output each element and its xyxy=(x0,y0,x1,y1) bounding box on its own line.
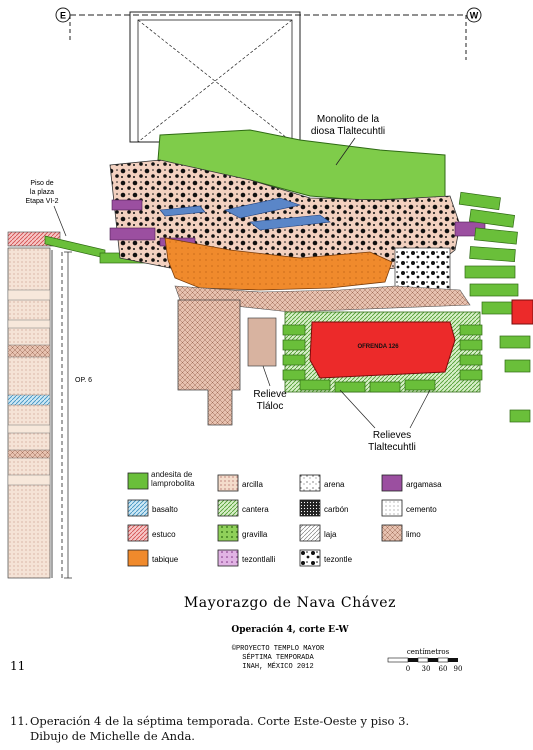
legend-item-carbon: carbón xyxy=(299,499,348,517)
ofrenda-126-box: OFRENDA 126 xyxy=(284,311,481,393)
legend-label-limo: limo xyxy=(406,530,421,539)
legend-item-arena: arena xyxy=(299,474,345,492)
scale-tick-30: 30 xyxy=(422,665,431,673)
legend-label-andesita: andesita de lamprobolita xyxy=(151,470,195,488)
piso-label-line3: Etapa VI-2 xyxy=(25,198,58,205)
legend-item-estuco: estuco xyxy=(127,524,176,542)
tlaloc-annotation: Relieve Tláloc xyxy=(253,365,287,412)
scale-tick-0: 0 xyxy=(406,665,410,673)
legend-item-arcilla: arcilla xyxy=(217,474,263,492)
legend-label-arena: arena xyxy=(324,480,345,489)
compass-east-label: E xyxy=(60,11,66,21)
compass-line: E W xyxy=(55,7,482,60)
credits-line3: INAH, MÉXICO 2012 xyxy=(242,662,313,671)
excavation-shaft xyxy=(129,11,301,143)
legend-item-gravilla: gravilla xyxy=(217,524,268,542)
legend-item-cemento: cemento xyxy=(381,499,437,517)
drawing-subtitle: Operación 4, corte E-W xyxy=(231,624,349,635)
op6-label: OP. 6 xyxy=(75,377,92,384)
legend-label-cemento: cemento xyxy=(406,505,437,514)
tabique-layer xyxy=(164,237,393,291)
credits-line1: ©PROYECTO TEMPLO MAYOR xyxy=(232,644,325,653)
page-number: 11 xyxy=(10,659,25,673)
figure-caption: 11.Operación 4 de la séptima temporada. … xyxy=(10,714,525,744)
relieves-label-line1: Relieves xyxy=(373,430,411,441)
legend-item-cantera: cantera xyxy=(217,499,269,517)
caption-line1: Operación 4 de la séptima temporada. Cor… xyxy=(30,714,410,728)
right-red-block xyxy=(511,299,533,325)
legend-label-tezontlalli: tezontlalli xyxy=(242,555,276,564)
scale-tick-90: 90 xyxy=(454,665,463,673)
scale-tick-60: 60 xyxy=(439,665,448,673)
drawing-title: Mayorazgo de Nava Chávez xyxy=(184,595,396,611)
monolito-annotation: Monolito de la diosa Tlaltecuhtli xyxy=(311,114,385,166)
legend-item-argamasa: argamasa xyxy=(381,474,442,492)
piso-label-line1: Piso de xyxy=(30,180,53,187)
legend-label-arcilla: arcilla xyxy=(242,480,263,489)
relieve-tlaloc-label-line2: Tláloc xyxy=(257,401,284,412)
legend: andesita de lamprobolita arcilla arena a… xyxy=(127,470,442,567)
legend-item-andesita: andesita de lamprobolita xyxy=(127,470,195,490)
legend-item-laja: laja xyxy=(299,524,337,542)
ofrenda-side-blocks xyxy=(282,324,483,393)
legend-label-estuco: estuco xyxy=(152,530,176,539)
legend-item-tezontlalli: tezontlalli xyxy=(217,549,276,567)
caption-line2: Dibujo de Michelle de Anda. xyxy=(30,729,195,743)
op6-annotation: OP. 6 xyxy=(64,251,92,579)
credits-line2: SÉPTIMA TEMPORADA xyxy=(242,653,314,662)
ofrenda-label: OFRENDA 126 xyxy=(357,344,399,350)
piso-label-line2: la plaza xyxy=(30,189,54,196)
section-drawing: E W xyxy=(7,7,533,673)
right-block-stack xyxy=(458,191,531,423)
relieve-tlaloc-panel xyxy=(247,317,277,367)
relieve-tlaloc-label-line1: Relieve xyxy=(253,389,287,400)
pilar-relieve-tlaloc xyxy=(177,299,241,426)
piso-annotation: Piso de la plaza Etapa VI-2 xyxy=(25,180,67,237)
relieves-label-line2: Tlaltecuhtli xyxy=(368,442,416,453)
monolito-label-line1: Monolito de la xyxy=(317,114,380,125)
scale-label: centímetros xyxy=(407,648,450,656)
legend-label-gravilla: gravilla xyxy=(242,530,268,539)
caption-number: 11. xyxy=(10,714,29,728)
legend-label-carbon: carbón xyxy=(324,505,348,514)
basalt-lenses xyxy=(159,197,331,231)
legend-label-tabique: tabique xyxy=(152,555,179,564)
legend-label-argamasa: argamasa xyxy=(406,480,442,489)
scale-bar: centímetros 0 30 60 90 xyxy=(387,648,463,673)
legend-label-tezontle: tezontle xyxy=(324,555,353,564)
legend-item-limo: limo xyxy=(381,524,421,542)
relieves-annotation: Relieves Tlaltecuhtli xyxy=(339,389,431,453)
legend-label-cantera: cantera xyxy=(242,505,269,514)
monolito-label-line2: diosa Tlaltecuhtli xyxy=(311,126,385,137)
left-profile xyxy=(7,247,63,579)
legend-label-basalto: basalto xyxy=(152,505,178,514)
legend-item-tabique: tabique xyxy=(127,549,179,567)
legend-item-basalto: basalto xyxy=(127,499,178,517)
compass-west-label: W xyxy=(470,11,479,21)
right-tezontle-block xyxy=(394,247,451,291)
legend-label-laja: laja xyxy=(324,530,337,539)
legend-item-tezontle: tezontle xyxy=(299,549,353,567)
